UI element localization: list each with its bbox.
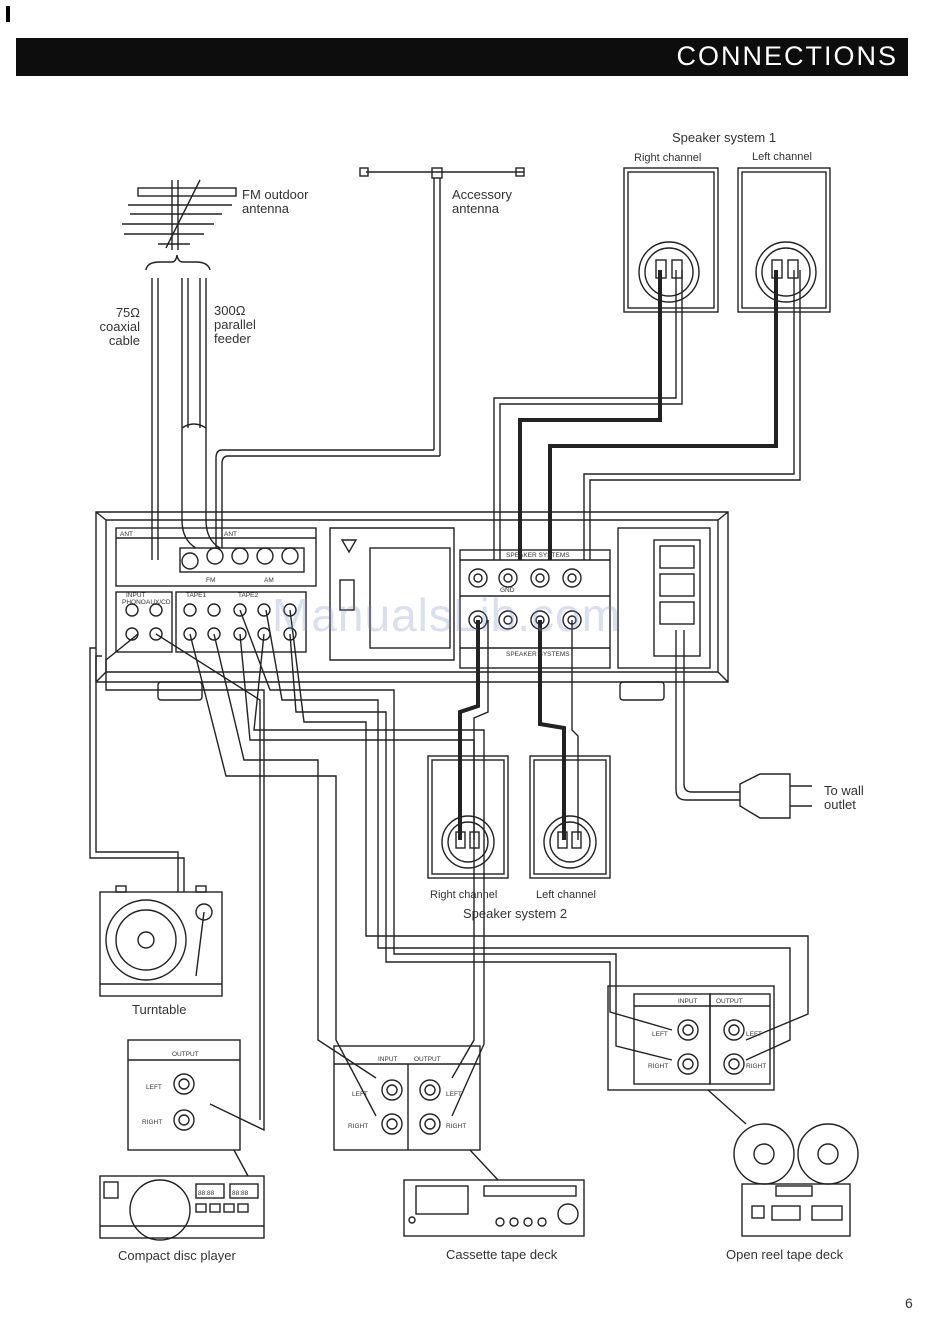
header-bar: CONNECTIONS (16, 38, 908, 76)
turntable-label: Turntable (132, 1002, 187, 1017)
margin-mark (6, 6, 10, 22)
accessory-antenna-icon (359, 167, 525, 456)
turntable-icon (99, 885, 223, 997)
speaker-1-left-label: Left channel (752, 151, 812, 163)
page-number: 6 (905, 1295, 913, 1311)
cassette-right-out-label: RIGHT (446, 1123, 466, 1130)
tape1-label: TAPE1 (186, 592, 206, 599)
reel-left-in-label: LEFT (652, 1031, 668, 1038)
speaker-left-channel-1-icon (737, 167, 831, 313)
page-title: CONNECTIONS (676, 41, 898, 71)
reel-output-label: OUTPUT (716, 998, 743, 1005)
cd-right-label: RIGHT (142, 1119, 162, 1126)
am-terminal-label: AM (264, 577, 274, 584)
speaker-right-channel-2-icon (427, 755, 509, 879)
tape2-label: TAPE2 (238, 592, 258, 599)
cd-left-label: LEFT (146, 1084, 162, 1091)
fm-ant-label: ANT (224, 531, 237, 538)
reel-right-in-label: RIGHT (648, 1063, 668, 1070)
speaker-right-channel-1-icon (623, 167, 719, 313)
speaker-left-channel-2-icon (529, 755, 611, 879)
cd-display-1: 88:88 (198, 1190, 215, 1197)
cd-player-icon (99, 1175, 265, 1241)
aux-label: AUX/CD (146, 599, 171, 606)
cassette-output-label: OUTPUT (414, 1056, 441, 1063)
input-panel-label: INPUT (126, 592, 146, 599)
aux-ant-label: ANT (120, 531, 133, 538)
speaker-system-1-label: Speaker system 1 (672, 130, 777, 145)
fm-antenna-icon (122, 179, 237, 271)
open-reel-io-panel (607, 985, 775, 1091)
reel-left-out-label: LEFT (746, 1031, 762, 1038)
cassette-deck-label: Cassette tape deck (446, 1247, 558, 1262)
cassette-left-out-label: LEFT (446, 1091, 462, 1098)
cassette-io-panel (333, 1045, 481, 1151)
cd-display-2: 88:88 (232, 1190, 249, 1197)
open-reel-deck-label: Open reel tape deck (726, 1247, 844, 1262)
cd-output-panel (127, 1039, 241, 1151)
speaker-systems-label-1: SPEAKER SYSTEMS (506, 552, 570, 559)
cd-output-label: OUTPUT (172, 1051, 199, 1058)
open-reel-deck-icon (733, 1123, 859, 1237)
watermark: ManualsLib.com (272, 589, 621, 641)
gnd-label-1: GND (500, 587, 515, 594)
cd-player-label: Compact disc player (118, 1248, 236, 1263)
cassette-deck-icon (403, 1179, 585, 1237)
reel-right-out-label: RIGHT (746, 1063, 766, 1070)
antenna-feeder-cables (151, 278, 440, 560)
speaker-system-2-label: Speaker system 2 (463, 906, 568, 921)
speaker-systems-label-2: SPEAKER SYSTEMS (506, 651, 570, 658)
speaker-1-right-label: Right channel (634, 152, 702, 164)
phono-label: PHONO (122, 599, 146, 606)
cassette-right-in-label: RIGHT (348, 1123, 368, 1130)
fm-terminal-label: FM (206, 577, 215, 584)
cassette-input-label: INPUT (378, 1056, 398, 1063)
cassette-left-in-label: LEFT (352, 1091, 368, 1098)
speaker-2-left-label: Left channel (536, 889, 596, 901)
reel-input-label: INPUT (678, 998, 698, 1005)
speaker-2-right-label: Right channel (430, 889, 498, 901)
